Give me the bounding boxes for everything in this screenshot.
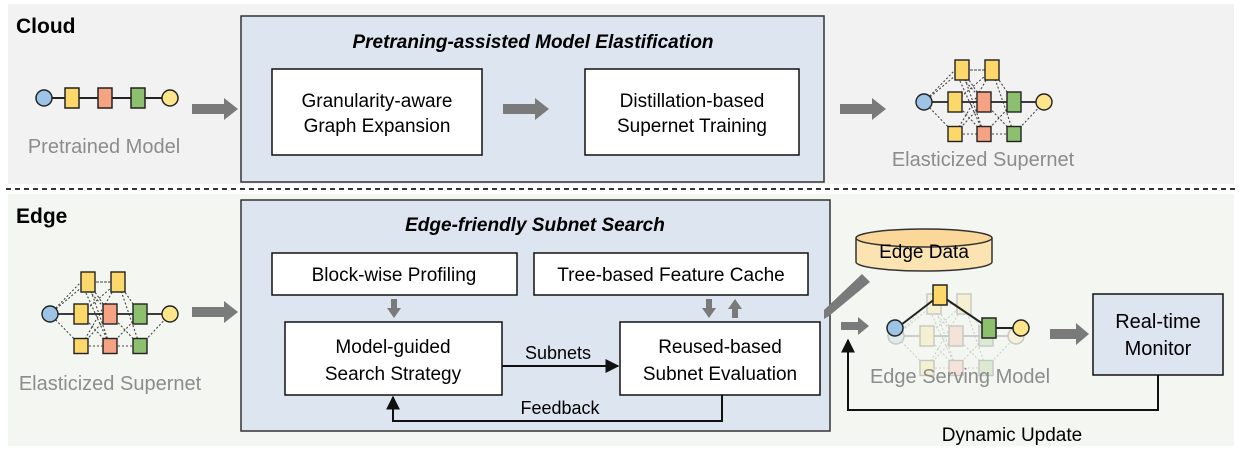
supernet-edge [895,335,928,369]
arrow-serving-to-monitor [1050,323,1089,345]
arrow-evaluation-to-cache [728,299,742,318]
supernet-edge [954,101,985,135]
supernet-block [1006,91,1022,113]
elasticized-supernet-caption: Elasticized Supernet [892,149,1075,171]
arrow-panel-to-serving [841,317,869,335]
cloud-section-label: Cloud [16,15,75,38]
arrow-panel-to-supernet [840,98,886,120]
supernet-block [110,271,126,293]
supernet-edge [955,335,987,369]
dynamic-update-label: Dynamic Update [942,425,1082,446]
supernet-block [984,59,1000,81]
feature-cache-label: Tree-based Feature Cache [557,265,784,286]
supernet-block [132,303,148,325]
cloud-panel-title: Pretraning-assisted Model Elastification [352,32,713,53]
arrow-cache-to-evaluation [702,299,716,318]
supernet-edge [926,303,965,337]
supernet-edge [933,303,957,369]
supernet-edge [926,303,957,337]
supernet-output-node [1035,93,1053,111]
search-strategy-line2: Search Strategy [325,364,462,385]
supernet-edge [926,335,957,369]
arrow-profiling-to-search [387,299,401,318]
edge-input-caption: Elasticized Supernet [19,373,202,395]
supernet-block [102,337,118,355]
edge-panel-title: Edge-friendly Subnet Search [405,215,665,236]
edge-data-cylinder-icon [855,228,993,272]
supernet-edge [80,313,111,347]
supernet-edge [954,69,985,103]
supernet-edge [923,69,956,103]
supernet-block [954,59,970,81]
monitor-line2: Monitor [1125,338,1192,360]
supernet-edge [80,281,111,315]
supernet-block [73,337,89,355]
supernet-block [947,125,963,143]
supernet-edge [926,335,957,369]
arrow-supernet-to-search-panel [192,301,238,323]
subnet-evaluation-line2: Subnet Evaluation [643,364,797,385]
arrow-data-to-evaluation [824,274,870,319]
monitor-line1: Real-time [1115,311,1201,333]
supernet-edge [933,303,957,337]
pretrained-model-caption: Pretrained Model [28,136,180,158]
arrow-expansion-to-training [503,98,549,120]
realtime-monitor-box [1092,293,1224,376]
supernet-input-node [41,305,59,323]
feature-cache-box [533,252,809,296]
supernet-block [73,303,89,325]
supernet-edge [49,281,82,315]
supernet-input-node [915,93,933,111]
graph-expansion-line2: Graph Expansion [304,116,451,137]
search-strategy-box [284,321,503,396]
supernet-block [947,91,963,113]
graph-expansion-box [271,68,483,156]
supernet-edge [963,303,987,337]
supernet-block [976,91,992,113]
supernet-training-box [584,68,800,156]
subnet-evaluation-box [619,321,821,396]
subnet-evaluation-line1: Reused-based [658,337,782,358]
edge-input-supernet-icon [41,271,179,355]
supernet-training-line2: Supernet Training [617,116,767,137]
dynamic-update-arrow [841,338,1159,411]
supernet-block [102,303,118,325]
supernet-training-line1: Distillation-based [620,91,765,112]
supernet-block [919,325,935,347]
feedback-label: Feedback [520,398,600,418]
block-profiling-label: Block-wise Profiling [312,265,477,286]
feedback-arrow [386,395,723,422]
pretrained-model-icon [35,87,179,109]
edge-section-label: Edge [16,205,67,228]
supernet-block [80,271,96,293]
supernet-block [978,359,994,377]
search-strategy-line1: Model-guided [335,337,450,358]
supernet-block [1006,125,1022,143]
arrow-pretrained-to-panel [192,98,238,120]
supernet-edge [955,335,987,369]
supernet-output-node [161,305,179,323]
supernet-block [132,337,148,355]
graph-expansion-line1: Granularity-aware [302,91,453,112]
subnets-label: Subnets [525,343,591,363]
elasticized-supernet-icon [915,59,1053,143]
block-profiling-box [271,252,518,296]
supernet-block [948,359,964,377]
serving-model-background-supernet [887,293,1025,377]
supernet-block [976,125,992,143]
edge-data-label: Edge Data [879,242,969,263]
supernet-block [948,325,964,347]
edge-serving-model-icon [886,284,1030,339]
edge-serving-caption: Edge Serving Model [870,366,1050,388]
supernet-block [919,359,935,377]
supernet-edge [985,335,1017,369]
supernet-edge [926,303,965,369]
